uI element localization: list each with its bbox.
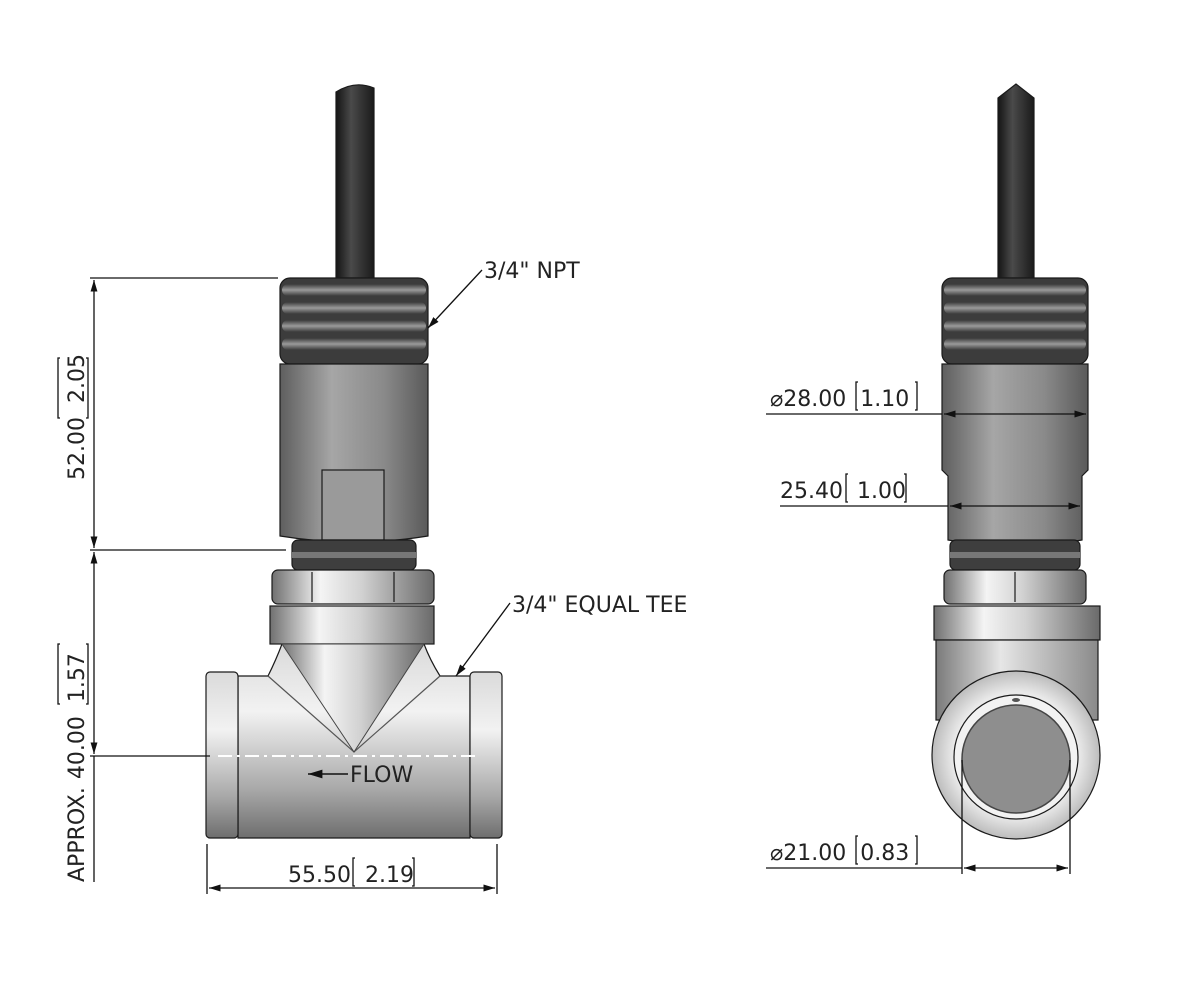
- side-hex-nut: [943, 569, 1087, 605]
- dimension-width: 55.50 2.19: [206, 844, 498, 894]
- dim-neck-in: 1.00: [857, 479, 906, 504]
- cable: [335, 84, 375, 279]
- diameter-symbol: ⌀: [770, 387, 783, 412]
- dim-height-lower-mm: 40.00: [65, 716, 90, 779]
- tee-socket: [269, 605, 435, 645]
- side-sensor-housing: [941, 363, 1089, 547]
- svg-text:25.401.00: 25.40 1.00: [780, 479, 906, 504]
- dimension-neck-width: 25.40 1.00: [780, 473, 1080, 510]
- wrench-flat: [321, 469, 385, 541]
- callout-tee-leader: [455, 602, 511, 677]
- dim-neck-mm: 25.40: [780, 479, 843, 504]
- dim-height-upper-in: 2.05: [65, 354, 90, 403]
- svg-text:52.002.05: 52.00 2.05: [65, 354, 90, 480]
- svg-text:⌀28.001.10: ⌀28.00 1.10: [770, 387, 909, 412]
- tee-bore: [961, 704, 1071, 814]
- strain-relief-ribs: [279, 277, 429, 365]
- dim-housing-in: 1.10: [860, 387, 909, 412]
- dim-height-upper-mm: 52.00: [65, 417, 90, 480]
- dim-height-lower-prefix: APPROX.: [65, 787, 90, 882]
- dimension-housing-diameter: ⌀28.00 1.10: [766, 381, 1086, 418]
- callout-npt-leader: [427, 269, 483, 329]
- front-view: FLOW 3/4" NPT 3/4" EQUAL TEE 52.00 2.05 A…: [57, 84, 687, 894]
- dimension-bore-diameter: ⌀21.00 0.83: [766, 760, 1071, 874]
- dimension-height-lower: APPROX. 40.00 1.57: [57, 552, 210, 882]
- dim-height-lower-in: 1.57: [65, 653, 90, 702]
- callout-tee: 3/4" EQUAL TEE: [512, 593, 687, 618]
- side-tee-socket: [933, 605, 1101, 641]
- svg-text:55.502.19: 55.50 2.19: [288, 863, 414, 888]
- dim-housing-mm: 28.00: [783, 387, 846, 412]
- dim-bore-in: 0.83: [860, 841, 909, 866]
- svg-text:⌀21.000.83: ⌀21.00 0.83: [770, 841, 909, 866]
- side-strain-relief-ribs: [941, 277, 1089, 365]
- diameter-symbol: ⌀: [770, 841, 783, 866]
- svg-text:APPROX.40.001.57: APPROX. 40.00 1.57: [65, 653, 90, 882]
- side-cable: [997, 83, 1035, 279]
- dim-bore-mm: 21.00: [783, 841, 846, 866]
- dimension-height-upper: 52.00 2.05: [57, 277, 286, 551]
- callout-npt: 3/4" NPT: [484, 259, 580, 284]
- dim-width-in: 2.19: [365, 863, 414, 888]
- equal-tee: [205, 643, 503, 839]
- hex-nut: [271, 569, 435, 605]
- dim-width-mm: 55.50: [288, 863, 351, 888]
- flow-label: FLOW: [350, 763, 413, 788]
